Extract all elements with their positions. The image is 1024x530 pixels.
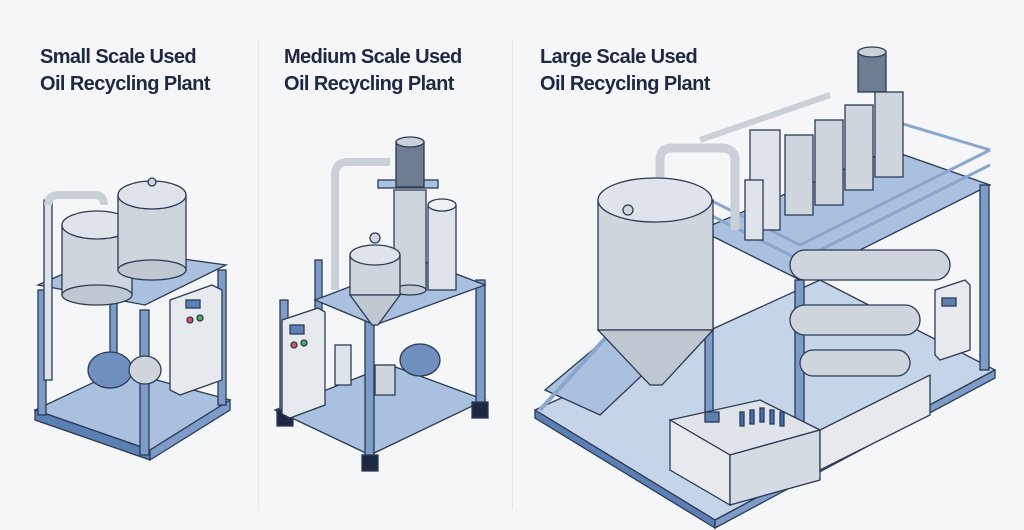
control-panel-icon	[934, 279, 971, 361]
column-icon	[393, 189, 457, 296]
reactor-tank-icon	[596, 177, 715, 386]
control-console-icon	[668, 399, 822, 507]
panel-divider	[258, 40, 259, 510]
small-plant-title: Small Scale Used Oil Recycling Plant	[40, 44, 210, 98]
pump-icon	[334, 343, 441, 396]
title-line: Oil Recycling Plant	[284, 73, 454, 95]
title-line: Medium Scale Used	[284, 46, 462, 68]
small-plant-illustration	[33, 177, 232, 462]
title-line: Oil Recycling Plant	[540, 73, 710, 95]
motor-icon	[857, 46, 887, 93]
title-line: Large Scale Used	[540, 46, 698, 68]
control-panel-icon	[169, 284, 223, 396]
tank-icon	[348, 232, 402, 326]
panel-divider	[512, 40, 513, 510]
tank-icon	[61, 210, 133, 306]
large-plant-title: Large Scale Used Oil Recycling Plant	[540, 44, 710, 98]
large-plant-illustration	[533, 46, 997, 530]
tank-icon	[117, 177, 187, 281]
pipe	[43, 199, 53, 381]
heat-exchanger-icon	[789, 249, 951, 377]
column-icon	[744, 91, 904, 241]
medium-plant-illustration	[273, 136, 489, 472]
pump-icon	[87, 351, 162, 389]
title-line: Oil Recycling Plant	[40, 73, 210, 95]
cabinets	[819, 373, 931, 472]
title-line: Small Scale Used	[40, 46, 197, 68]
medium-plant-title: Medium Scale Used Oil Recycling Plant	[284, 44, 462, 98]
motor-icon	[395, 136, 425, 188]
control-panel-icon	[281, 307, 326, 419]
